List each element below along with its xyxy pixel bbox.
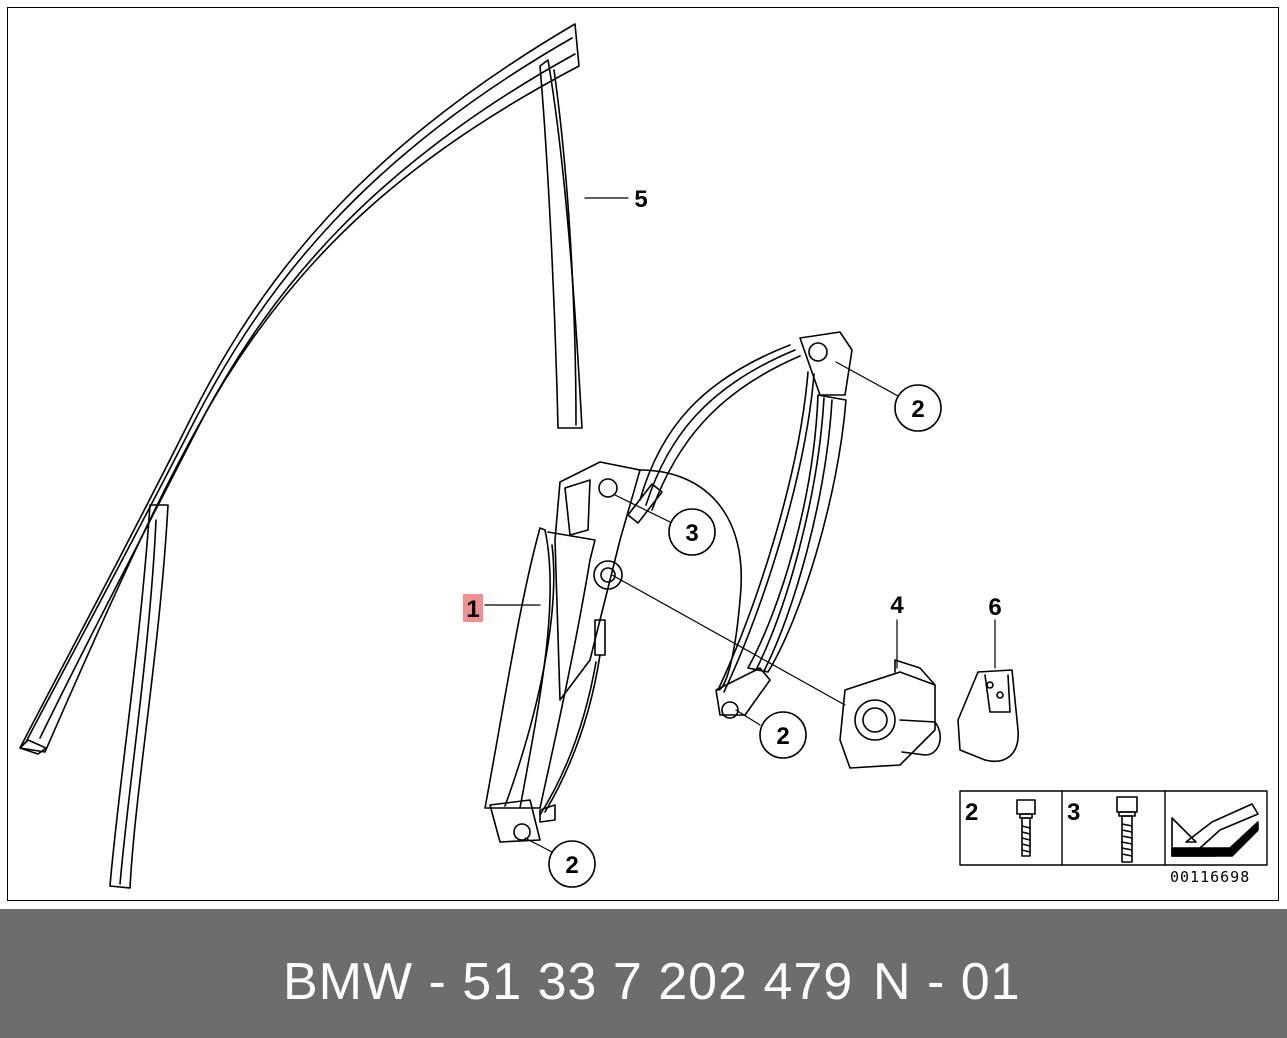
leader-lines bbox=[484, 197, 996, 853]
callout-2-middle: 2 bbox=[776, 723, 789, 750]
part-5-window-guide-rail[interactable] bbox=[19, 23, 583, 889]
legend-label-2: 2 bbox=[965, 799, 978, 826]
exploded-parts-drawing: 5 2 3 1 4 6 2 2 bbox=[19, 23, 1268, 889]
callout-1: 1 bbox=[466, 596, 479, 623]
callout-3: 3 bbox=[685, 520, 698, 547]
part-1-window-regulator-right[interactable] bbox=[715, 331, 853, 719]
bolt-2-icon bbox=[1016, 799, 1036, 857]
callout-circles bbox=[548, 384, 942, 888]
bolt-3-icon bbox=[1116, 796, 1138, 863]
callout-6: 6 bbox=[988, 594, 1001, 621]
part-number-text: BMW - 51 33 7 202 479 bbox=[283, 953, 854, 1011]
document-number: 00116698 bbox=[1170, 868, 1251, 886]
part-6-cover[interactable] bbox=[957, 669, 1019, 762]
arrow-down-left-icon bbox=[1171, 803, 1259, 857]
footer-bar bbox=[0, 909, 1287, 1038]
diagram-frame bbox=[7, 7, 1279, 901]
part-1-window-regulator-left[interactable] bbox=[484, 461, 641, 843]
callout-5: 5 bbox=[634, 186, 647, 213]
callout-1-highlight bbox=[463, 594, 483, 622]
fastener-legend: 2 3 bbox=[959, 790, 1268, 866]
regulator-cables bbox=[627, 344, 801, 691]
variant-text: N - 01 bbox=[873, 953, 1021, 1011]
callout-2-top: 2 bbox=[911, 396, 924, 423]
callout-labels: 5 2 3 1 4 6 2 2 bbox=[466, 186, 1001, 879]
callout-2-bottom: 2 bbox=[565, 852, 578, 879]
legend-label-3: 3 bbox=[1067, 799, 1080, 826]
callout-4: 4 bbox=[890, 592, 904, 619]
part-4-window-motor[interactable] bbox=[839, 659, 941, 769]
